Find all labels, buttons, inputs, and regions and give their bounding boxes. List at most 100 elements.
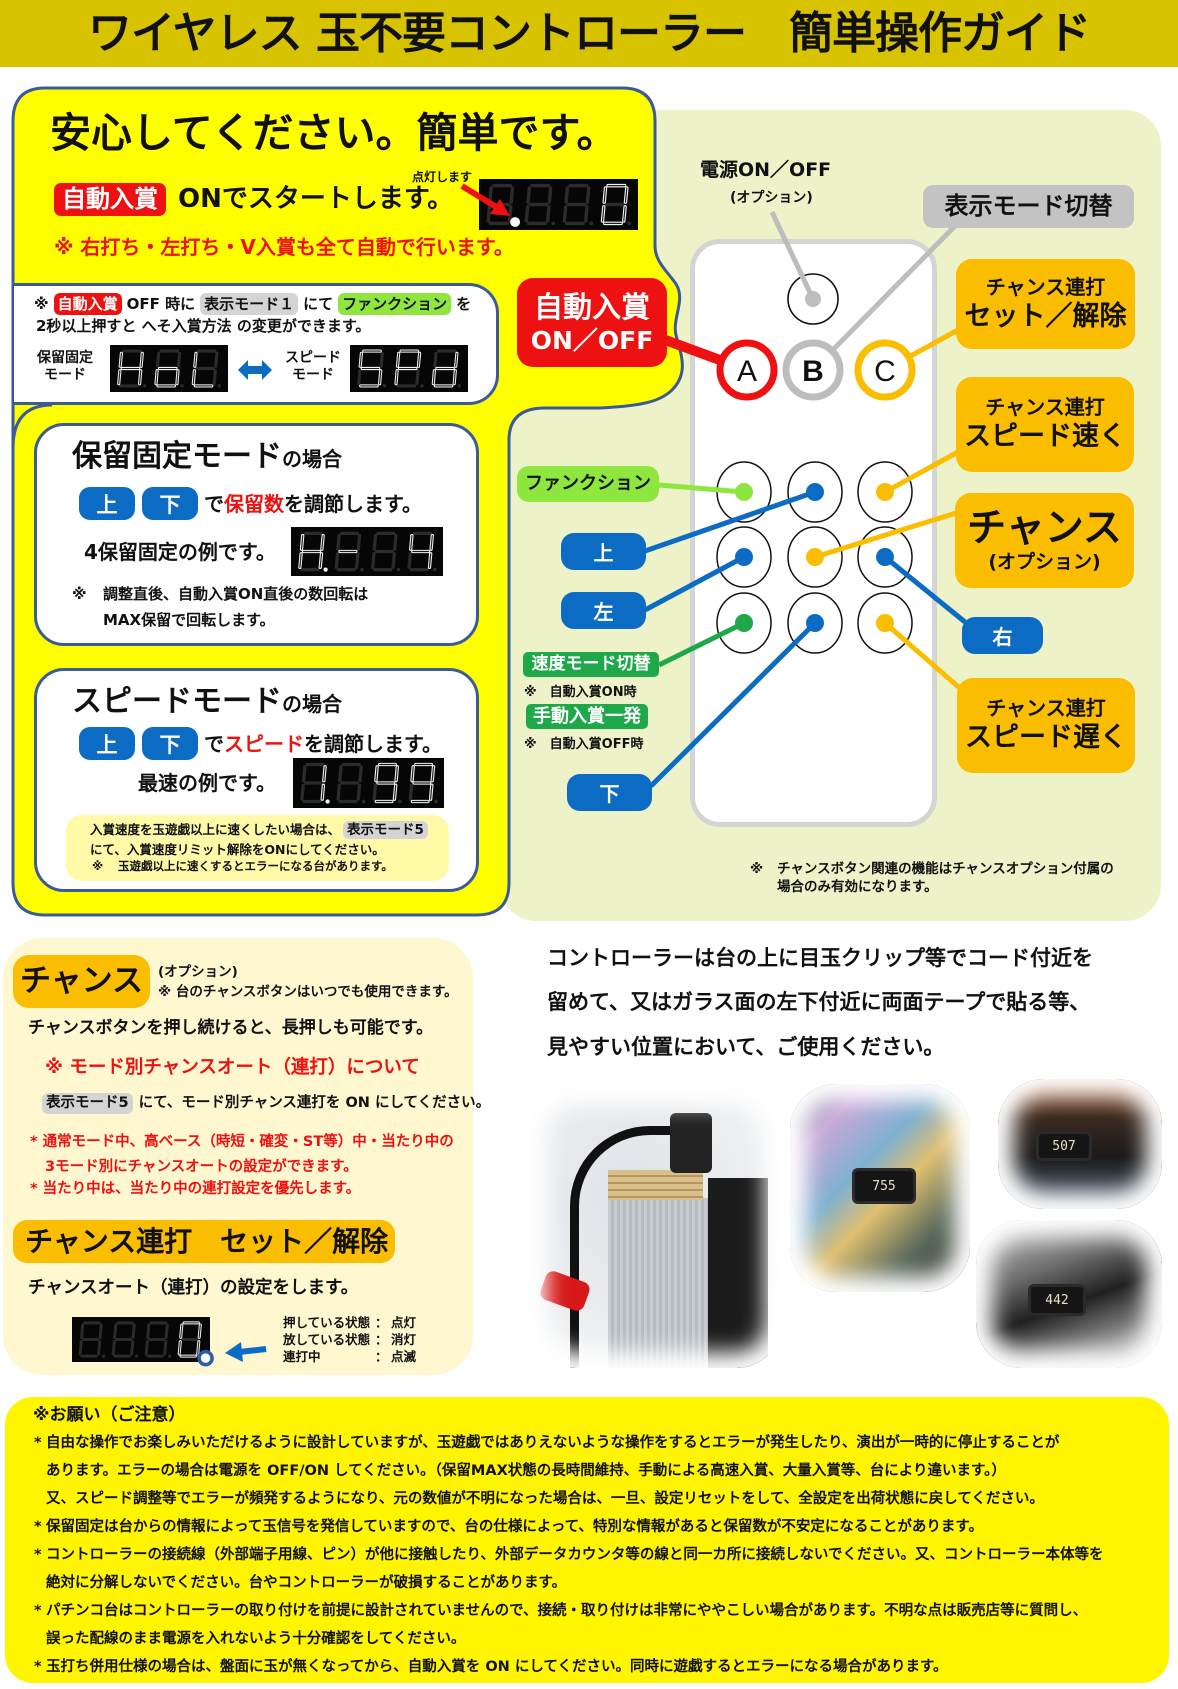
power-option-label: (オプション) [730, 190, 813, 206]
photo-cable [570, 1126, 680, 1368]
placement-line1: コントローラーは台の上に目玉クリップ等でコード付近を [547, 946, 1093, 970]
hold-mode-label-line1: 保留固定 [37, 350, 93, 366]
chance-label: チャンス [13, 955, 150, 1008]
power-label: 電源ON／OFF [700, 159, 832, 181]
placement-line2: 留めて、又はガラス面の左下付近に両面テープで貼る等、 [547, 990, 1091, 1014]
chance-option-line1: チャンス [967, 506, 1122, 552]
chance-info-panel [3, 938, 473, 1375]
chance-option-text: (オプション) [158, 964, 238, 980]
chance-speed-slow-label: チャンス連打 スピード遅く [957, 678, 1135, 773]
speed-mode-title-suffix: の場合 [282, 692, 342, 716]
legend-row: 押している状態：点灯 [283, 1314, 416, 1331]
legend-row: 放している状態：消灯 [283, 1331, 416, 1348]
notice-bullet: * [34, 1603, 42, 1619]
hold-note-line1: 調整直後、自動入賞ON直後の数回転は [103, 585, 369, 603]
power-button[interactable] [787, 273, 839, 325]
chance-repeat-display [72, 1317, 214, 1367]
photo-base-mounted: 442 [976, 1220, 1162, 1368]
grid-button-up[interactable] [787, 461, 843, 523]
button-c[interactable] [854, 339, 916, 401]
hold-example-display [291, 527, 443, 576]
grid-button-function[interactable] [716, 461, 772, 523]
remote-footnote-line1: チャンスボタン関連の機能はチャンスオプション付属の [777, 861, 1114, 877]
speed-tip-line3: 玉遊戯以上に速くするとエラーになる台があります。 [118, 859, 393, 873]
auto-award-toggle-label: 自動入賞 ON／OFF [517, 278, 667, 367]
hold-mode-label: 保留固定 モード [30, 350, 100, 384]
hold-adjust-prefix: で [204, 492, 224, 516]
hold-mode-title-suffix: の場合 [282, 447, 342, 471]
speed-tip-display-mode-tag: 表示モード5 [343, 821, 428, 839]
chance-option-label: チャンス (オプション) [955, 493, 1134, 588]
intro-seven-seg-display [479, 179, 638, 230]
remote-footnote-mark: ※ [750, 861, 764, 877]
grid-button-down[interactable] [787, 592, 843, 654]
mode-switch-line2: 2秒以上押すと へそ入賞方法 の変更ができます。 [36, 317, 371, 335]
particle-text: を [456, 295, 472, 313]
auto-award-toggle-line1: 自動入賞 [533, 289, 650, 324]
chance-star1-line2: 3モード別にチャンスオートの設定ができます。 [45, 1159, 358, 1175]
notice-bullet: * [34, 1435, 42, 1451]
lit-caption: 点灯します [412, 170, 473, 184]
chance-speed-fast-line1: チャンス連打 [985, 395, 1105, 420]
chance-display-mode-tag: 表示モード5 [42, 1093, 133, 1114]
grid-button-chance[interactable] [787, 526, 843, 588]
chance-repeat-label: チャンス連打 セット／解除 [13, 1220, 395, 1263]
grid-button-right[interactable] [857, 526, 913, 588]
speed-example-display [293, 758, 444, 808]
speed-down-button-illustration: 下 [142, 727, 198, 760]
button-b[interactable] [782, 339, 844, 401]
chance-mode-note: ※ モード別チャンスオート（連打）について [45, 1057, 420, 1078]
blue-arrow-icon [225, 1342, 267, 1362]
notice-bullet: * [34, 1659, 42, 1675]
intro-note: ※ 右打ち・左打ち・V入賞も全て自動で行います。 [54, 235, 514, 259]
hold-mode-title: 保留固定モードの場合 [72, 437, 342, 481]
notice-item-line: 誤った配線のまま電源を入れないよう十分確認をしてください。 [46, 1631, 466, 1647]
button-a[interactable] [716, 339, 778, 401]
chance-long-press-text: チャンスボタンを押し続けると、長押しも可能です。 [28, 1018, 434, 1038]
chance-repeat-legend: 押している状態：点灯 放している状態：消灯 連打中：点滅 [283, 1314, 416, 1365]
header-bar: ワイヤレス 玉不要コントローラー 簡単操作ガイド [0, 0, 1178, 67]
photo-display: 755 [852, 1168, 916, 1204]
grid-button-speed-mode[interactable] [716, 592, 772, 654]
lower-panel-corner [11, 403, 53, 449]
red-arrow-icon [460, 183, 510, 216]
notice-item-line: コントローラーの接続線（外部端子用線、ピン）が他に接触したり、外部データカウンタ… [46, 1547, 1104, 1563]
chance-repeat-desc: チャンスオート（連打）の設定をします。 [28, 1278, 359, 1298]
speed-adjust-suffix: を調節します。 [304, 732, 442, 756]
legend-value: 消灯 [391, 1332, 417, 1347]
legend-value: 点滅 [391, 1349, 417, 1364]
grid-button-chance-fast[interactable] [857, 461, 913, 523]
photo-wood-strip [608, 1170, 703, 1200]
speed-mode-title-main: スピードモード [72, 684, 282, 719]
legend-sep: ： [375, 1332, 388, 1347]
auto-award-badge: 自動入賞 [54, 183, 166, 216]
speed-adjust-highlight: スピード [224, 732, 304, 756]
speed-mode-label-line2: モード [292, 367, 334, 383]
hold-mode-title-main: 保留固定モード [72, 439, 282, 474]
hold-example-text: 4保留固定の例です。 [84, 540, 276, 564]
hold-adjust-text: で保留数を調節します。 [204, 489, 422, 519]
chance-speed-fast-label: チャンス連打 スピード速く [956, 377, 1134, 472]
photo-dark-panel [708, 1178, 768, 1368]
speed-mode-display [350, 345, 468, 392]
chance-display-mode-text: にて、モード別チャンス連打を ON にしてください。 [138, 1095, 491, 1111]
grid-button-left[interactable] [716, 526, 772, 588]
speed-tip-text1: 入賞速度を玉遊戯以上に速くしたい場合は、 [90, 822, 341, 837]
speed-tip-line2: にて、入賞速度リミット解除をONにしてください。 [90, 842, 385, 857]
speed-tip-line1: 入賞速度を玉遊戯以上に速くしたい場合は、 表示モード5 [90, 821, 428, 839]
hold-up-button-illustration: 上 [79, 487, 135, 520]
start-text: ONでスタートします。 [178, 184, 454, 214]
hold-down-button-illustration: 下 [142, 487, 198, 520]
mode-switch-line1: ※ 自動入賞 OFF 時に 表示モード１ にて ファンクション を [34, 293, 471, 315]
legend-state: 押している状態 [283, 1315, 371, 1330]
chance-repeat-set-label: チャンス連打 セット／解除 [956, 259, 1135, 349]
grid-button-chance-slow[interactable] [857, 592, 913, 654]
function-label: ファンクション [517, 466, 659, 502]
display-mode-tag: 表示モード１ [200, 293, 299, 315]
notice-panel [5, 1397, 1169, 1683]
speed-mode-switch-note: ※ 自動入賞ON時 [524, 685, 637, 700]
right-label: 右 [962, 617, 1043, 654]
page-title: ワイヤレス 玉不要コントローラー 簡単操作ガイド [88, 8, 1091, 59]
chance-option-line2: (オプション) [988, 551, 1101, 573]
